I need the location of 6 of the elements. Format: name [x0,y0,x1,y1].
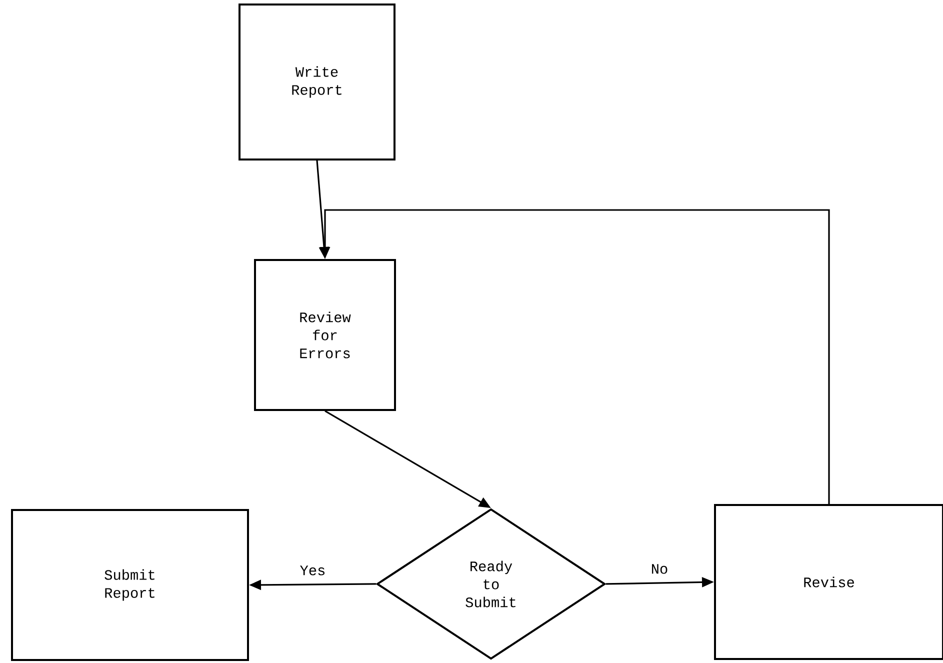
process-box: Revise [714,504,943,660]
process-box: Write Report [238,4,396,160]
process-box: Review for Errors [254,258,396,411]
process-box: Submit Report [11,508,249,661]
edge-label: Yes [298,564,327,576]
edge-label: No [650,563,670,575]
